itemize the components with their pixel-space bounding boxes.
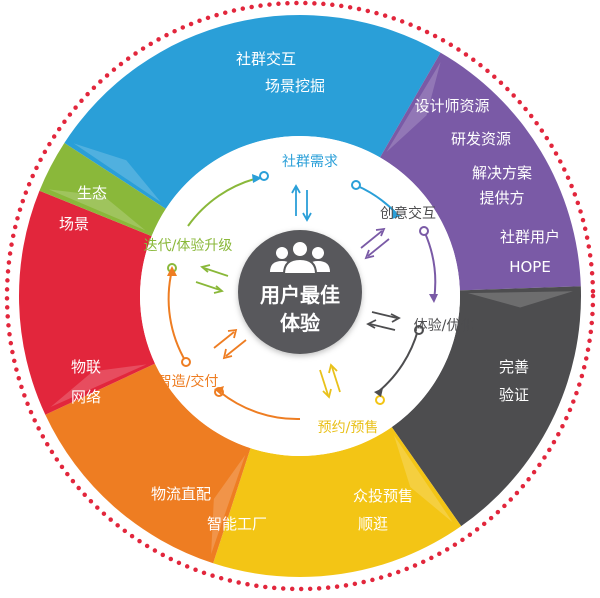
- node-dot: [375, 395, 385, 405]
- segment-gray-line2: 验证: [499, 386, 529, 404]
- double-arrow-creative: [360, 227, 390, 260]
- exchange-arrows: [195, 184, 401, 399]
- arc-manufacture-to-iterate: [167, 269, 187, 363]
- node-dot: [259, 171, 269, 181]
- segment-red-line2: 网络: [71, 388, 101, 406]
- segment-green-line2: 场景: [59, 215, 89, 233]
- segment-purple-line5: 社群用户: [500, 228, 560, 246]
- outer-segment-red: [18, 190, 155, 415]
- node-dot: [181, 357, 191, 367]
- double-arrow-experience: [366, 311, 401, 331]
- double-arrow-iterate: [195, 264, 229, 294]
- segment-orange-line1: 物流直配: [151, 485, 211, 503]
- node-dot: [419, 226, 429, 236]
- center-title-line2: 体验: [280, 311, 320, 335]
- outer-segment-labels: 社群交互 场景挖掘 设计师资源 研发资源 解决方案 提供方 社群用户 HOPE …: [59, 50, 560, 533]
- segment-arrow-notch: [467, 291, 573, 308]
- node-dot: [351, 180, 361, 190]
- outer-segment-gray: [391, 286, 581, 527]
- double-arrow-manufacture: [213, 328, 247, 360]
- segment-arrow-notch: [393, 435, 453, 523]
- stage-label-experience: 体验/优化: [414, 318, 475, 334]
- segment-arrow-notch: [73, 143, 161, 203]
- double-arrow-demand: [291, 184, 312, 222]
- dotted-outer-rim: [4, 0, 596, 592]
- arrowhead-icon: [214, 386, 224, 395]
- outer-ring: [18, 15, 581, 577]
- segment-arrow-notch: [386, 61, 441, 152]
- center-title-line1: 用户最佳: [260, 283, 340, 307]
- stage-label-demand: 社群需求: [282, 154, 338, 170]
- double-arrow-presale: [319, 363, 341, 399]
- arc-presale-to-manufacture: [219, 391, 301, 421]
- segment-purple-line4: 提供方: [479, 189, 524, 207]
- stage-label-iterate: 迭代/体验升级: [144, 238, 233, 254]
- segment-gray-line1: 完善: [499, 358, 529, 376]
- arrowhead-icon: [392, 210, 401, 219]
- stage-labels: 社群需求 创意交互 体验/优化 预约/预售 智造/交付 迭代/体验升级: [144, 154, 475, 436]
- segment-purple-line1: 设计师资源: [414, 97, 489, 115]
- segment-orange-line2: 智能工厂: [207, 515, 267, 533]
- segment-purple-line6: HOPE: [509, 258, 551, 276]
- outer-segment-green: [39, 142, 166, 237]
- arrowhead-icon: [167, 266, 177, 276]
- arrowhead-icon: [252, 174, 262, 183]
- segment-blue-line2: 场景挖掘: [265, 77, 325, 95]
- segment-blue-line1: 社群交互: [236, 50, 296, 68]
- segment-arrow-notch: [211, 454, 246, 555]
- stage-label-presale: 预约/预售: [318, 420, 379, 436]
- node-dot: [414, 325, 424, 335]
- segment-arrow-notch: [50, 364, 147, 408]
- segment-purple-line2: 研发资源: [451, 130, 511, 148]
- segment-red-line1: 物联: [71, 358, 101, 376]
- arc-experience-to-presale: [377, 329, 419, 393]
- stage-label-creative: 创意交互: [380, 205, 436, 222]
- outer-segment-yellow: [213, 427, 462, 577]
- arc-iterate-to-demand: [187, 177, 259, 227]
- arrowhead-icon: [374, 388, 383, 397]
- outer-segment-blue: [64, 15, 441, 209]
- segment-arrow-notch: [48, 189, 146, 231]
- arrowhead-icon: [429, 294, 438, 303]
- segment-purple-line3: 解决方案: [472, 164, 532, 182]
- stage-label-manufacture: 智造/交付: [158, 373, 219, 390]
- users-group-icon: [270, 240, 330, 275]
- cycle-arrowheads: [167, 174, 438, 397]
- segment-yellow-line1: 众投预售: [353, 487, 413, 505]
- center-hub: 用户最佳 体验: [238, 230, 362, 354]
- center-circle: [238, 230, 362, 354]
- outer-segment-purple: [380, 52, 581, 291]
- segment-yellow-line2: 顺逛: [358, 515, 388, 533]
- segment-green-line1: 生态: [77, 184, 107, 202]
- outer-segment-orange: [45, 363, 251, 564]
